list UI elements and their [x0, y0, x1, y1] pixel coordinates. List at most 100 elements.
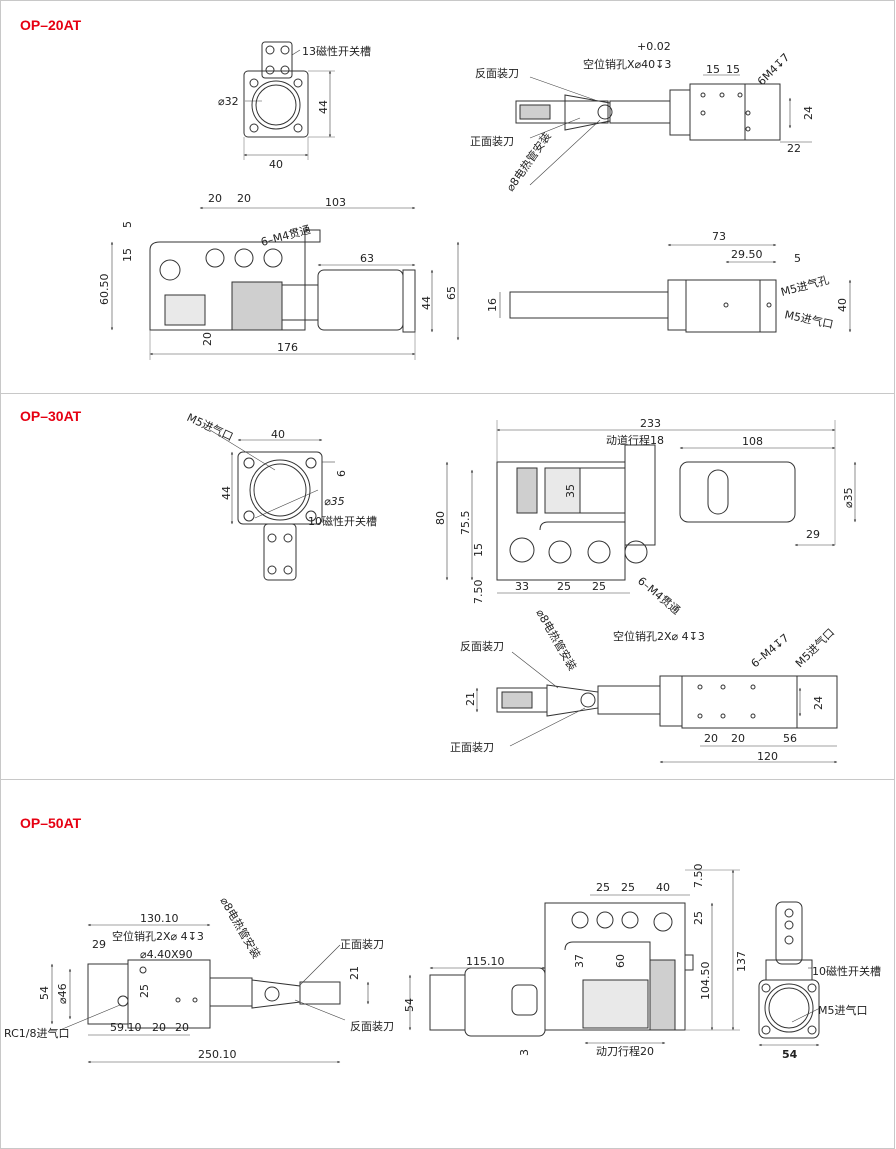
op30-side-d755: 75.5	[459, 511, 472, 536]
op50-front-slot: 10磁性开关槽	[812, 964, 881, 978]
op50-top-d13010: 130.10	[140, 912, 179, 925]
op30-top-d21: 21	[464, 692, 477, 706]
op50-top-d25: 25	[138, 984, 151, 998]
op30-front-h: 44	[220, 486, 233, 500]
op30-top-d20a: 20	[704, 732, 718, 745]
op20-bottom-d5: 5	[794, 252, 801, 265]
op20-back-knife-label: 反面装刀	[475, 67, 519, 80]
section-title-op30: OP–30AT	[20, 408, 82, 424]
section-op30	[0, 393, 895, 780]
op20-d22-label: 22	[787, 142, 801, 155]
op20-side-d5: 5	[121, 221, 134, 228]
op20-dia-label: ⌀32	[218, 95, 239, 108]
op50-top-d29: 29	[92, 938, 106, 951]
op20-side-view	[110, 206, 460, 360]
op30-top-pin: 空位销孔2X⌀ 4↧3	[613, 629, 705, 643]
section-title-op20: OP–20AT	[20, 17, 82, 33]
op30-top-m4: 6–M4↧7	[749, 631, 792, 670]
op30-top-d120: 120	[757, 750, 778, 763]
op50-top-d54: 54	[38, 986, 51, 1000]
op50-top-flat: ⌀4.40X90	[140, 948, 193, 961]
op50-side-d40: 40	[656, 881, 670, 894]
op20-w-label: 40	[269, 158, 283, 171]
op20-front-view	[243, 41, 335, 160]
op20-side-d20b: 20	[237, 192, 251, 205]
op20-bottom-m5a: M5进气孔	[779, 273, 830, 299]
op50-side-stroke: 动刀行程20	[596, 1045, 654, 1058]
op30-side-d233: 233	[640, 417, 661, 430]
op30-side-m4: 6–M4贯通	[635, 574, 682, 617]
op50-top-front-knife: 正面装刀	[340, 938, 384, 951]
op50-top-view	[50, 923, 370, 1064]
op20-side-d15: 15	[121, 248, 134, 262]
op50-side-d25: 25	[692, 911, 705, 925]
section-title-op50: OP–50AT	[20, 815, 82, 831]
op30-side-d35: 35	[564, 484, 577, 498]
op20-bottom-m5b: M5进气口	[783, 307, 834, 331]
op20-bottom-d16: 16	[486, 298, 499, 312]
op50-top-pin: 空位销孔2X⌀ 4↧3	[112, 929, 204, 943]
op20-top-view	[515, 74, 812, 186]
op50-top-d25010: 250.10	[198, 1048, 237, 1061]
op50-side-d60: 60	[614, 954, 627, 968]
op30-top-d20b: 20	[731, 732, 745, 745]
op50-side-d10450: 104.50	[699, 962, 712, 1001]
op20-d15b-label: 15	[726, 63, 740, 76]
op30-side-stroke: 动道行程18	[606, 433, 664, 447]
op20-tol-label: +0.02	[637, 40, 671, 53]
op30-top-front-knife: 正面装刀	[450, 741, 494, 754]
op30-top-heater: ⌀8电热管安装	[533, 607, 579, 673]
op50-top-d20a: 20	[152, 1021, 166, 1034]
op50-top-d20b: 20	[175, 1021, 189, 1034]
op20-side-d6050: 60.50	[98, 274, 111, 306]
op30-top-d24: 24	[812, 696, 825, 710]
op30-side-d25a: 25	[557, 580, 571, 593]
op50-side-d25b: 25	[621, 881, 635, 894]
op20-side-d20: 20	[201, 332, 214, 346]
op20-bottom-d73: 73	[712, 230, 726, 243]
op20-m4-label: 6M4↧7	[755, 51, 792, 88]
op30-side-d35r: ⌀35	[842, 487, 855, 508]
op50-side-d750: 7.50	[692, 864, 705, 889]
op30-front-m5: M5进气口	[185, 410, 236, 444]
op20-side-m4: 6–M4贯通	[259, 223, 312, 249]
op20-bottom-view	[499, 243, 852, 333]
op30-front-w: 40	[271, 428, 285, 441]
op50-top-rc: RC1/8进气口	[4, 1026, 69, 1040]
op30-front-slot: 10磁性开关槽	[308, 514, 377, 528]
op30-front-d9: 9	[334, 470, 347, 477]
op50-side-d11510: 115.10	[466, 955, 505, 968]
op50-side-d54: 54	[403, 998, 416, 1012]
op30-side-d108: 108	[742, 435, 763, 448]
op50-top-back: 反面装刀	[350, 1020, 394, 1033]
op50-front-view	[758, 901, 821, 1047]
op50-side-d137: 137	[735, 951, 748, 972]
op20-side-d20a: 20	[208, 192, 222, 205]
op30-side-view	[445, 420, 857, 594]
op30-side-d15: 15	[472, 543, 485, 557]
op30-side-d25b: 25	[592, 580, 606, 593]
op30-top-back: 反面装刀	[460, 640, 504, 653]
op30-side-d750: 7.50	[472, 580, 485, 605]
op20-h-label: 44	[317, 100, 330, 114]
op50-front-d54: 54	[782, 1048, 798, 1061]
op30-side-d33: 33	[515, 580, 529, 593]
op30-side-d80: 80	[434, 511, 447, 525]
op20-slot-label: 13磁性开关槽	[302, 44, 371, 58]
op50-top-d21: 21	[348, 966, 361, 980]
op50-top-heater: ⌀8电热管安装	[217, 895, 263, 961]
op30-front-view	[209, 429, 335, 581]
op30-top-view	[475, 651, 838, 764]
op50-side-d37: 37	[573, 954, 586, 968]
op50-side-view	[408, 869, 740, 1045]
op20-front-knife-label: 正面装刀	[470, 135, 514, 148]
op20-side-d63: 63	[360, 252, 374, 265]
op20-side-d103: 103	[325, 196, 346, 209]
op30-front-dia: ⌀35	[324, 495, 345, 508]
op30-top-m5: M5进气口	[792, 625, 837, 670]
op20-d24-label: 24	[802, 106, 815, 120]
op50-side-d25a: 25	[596, 881, 610, 894]
op30-side-d29: 29	[806, 528, 820, 541]
op20-side-d65: 65	[445, 286, 458, 300]
